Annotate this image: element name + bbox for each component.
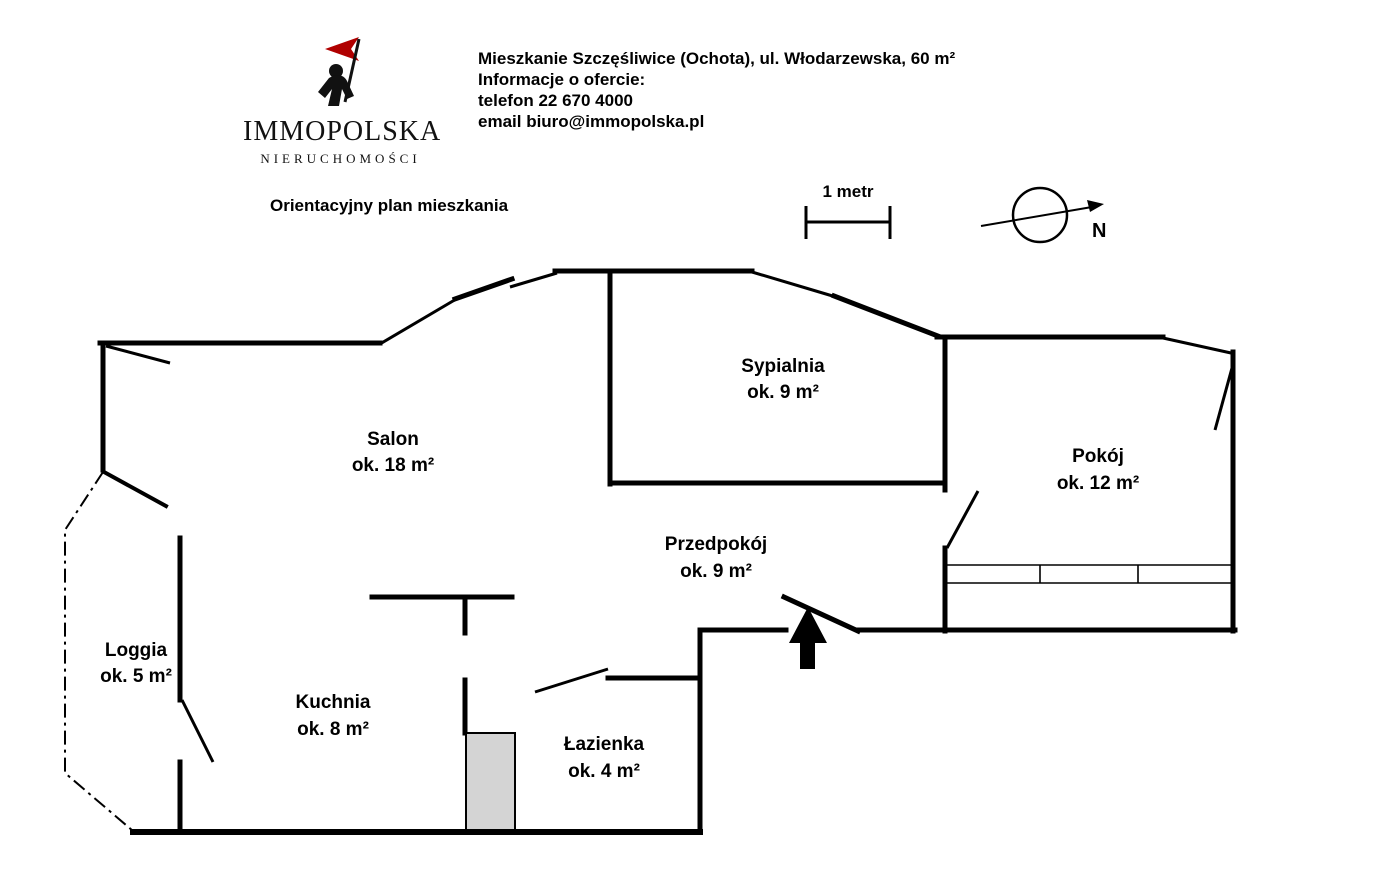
offer-info-label: Informacje o ofercie:	[478, 70, 646, 89]
offer-title: Mieszkanie Szczęśliwice (Ochota), ul. Wł…	[478, 49, 956, 68]
loggia-outline	[64, 471, 134, 832]
logo-title: IMMOPOLSKA	[243, 116, 442, 147]
room-labels: Salon ok. 18 m² Sypialnia ok. 9 m² Pokój…	[100, 356, 1139, 782]
entrance-arrow-icon	[789, 607, 827, 669]
room-area-lazienka: ok. 4 m²	[568, 761, 640, 782]
room-label-salon: Salon	[367, 429, 419, 450]
scale-label: 1 metr	[822, 182, 873, 201]
room-label-lazienka: Łazienka	[564, 734, 645, 755]
room-area-pokoj: ok. 12 m²	[1057, 473, 1139, 494]
room-label-loggia: Loggia	[105, 640, 168, 661]
pokoj-furniture-lines	[947, 564, 1231, 584]
offer-email: email biuro@immopolska.pl	[478, 112, 705, 131]
room-area-przedpokoj: ok. 9 m²	[680, 561, 752, 582]
logo-block: IMMOPOLSKA NIERUCHOMOŚCI	[243, 34, 442, 167]
room-area-loggia: ok. 5 m²	[100, 666, 172, 687]
walls	[97, 268, 1238, 835]
room-area-salon: ok. 18 m²	[352, 455, 434, 476]
plan-title: Orientacyjny plan mieszkania	[270, 196, 509, 215]
room-area-sypialnia: ok. 9 m²	[747, 382, 819, 403]
room-label-przedpokoj: Przedpokój	[665, 534, 767, 555]
north-indicator: N	[980, 186, 1106, 244]
room-label-kuchnia: Kuchnia	[296, 692, 371, 713]
window-door-markers	[105, 270, 1234, 763]
offer-phone: telefon 22 670 4000	[478, 91, 633, 110]
utility-shaft	[465, 732, 516, 831]
north-label: N	[1092, 220, 1106, 242]
scale-bar	[804, 206, 892, 239]
room-area-kuchnia: ok. 8 m²	[297, 719, 369, 740]
offer-info: Mieszkanie Szczęśliwice (Ochota), ul. Wł…	[478, 48, 955, 132]
flag-bearer-icon	[317, 37, 360, 106]
logo-subtitle: NIERUCHOMOŚCI	[260, 151, 421, 166]
room-label-sypialnia: Sypialnia	[741, 356, 825, 377]
room-label-pokoj: Pokój	[1072, 446, 1124, 467]
